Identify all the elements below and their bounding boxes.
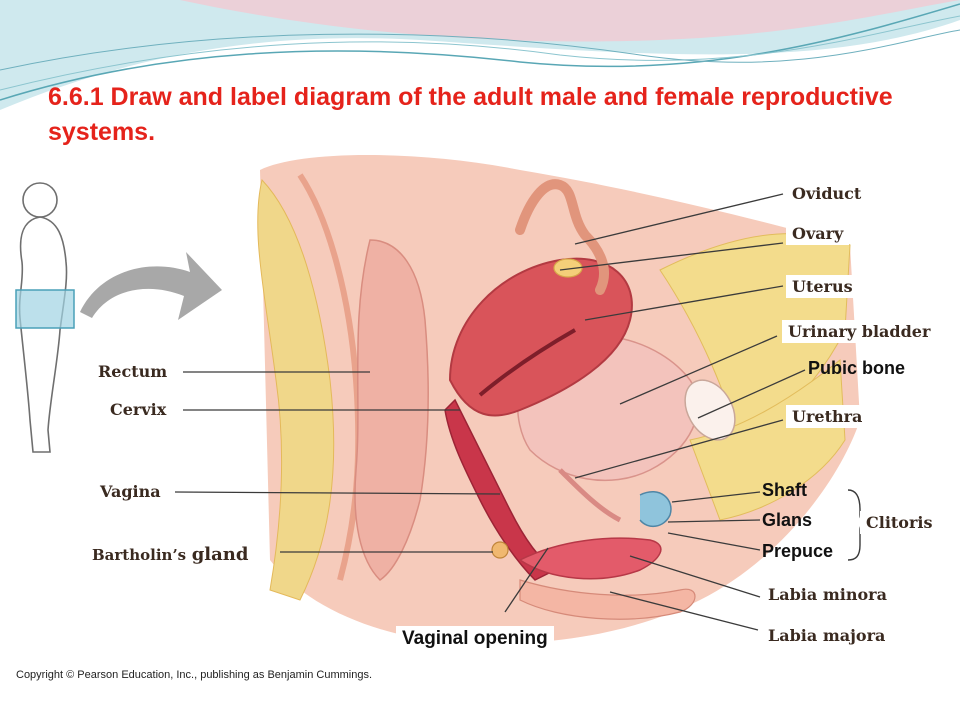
header-wave-line-3 — [0, 29, 960, 71]
label-shaft: Shaft — [762, 480, 807, 500]
label-ovary: Ovary — [786, 222, 850, 245]
label-bartholins-gland-part2: gland — [191, 544, 249, 565]
label-bartholins-gland: Bartholin’s gland — [86, 542, 255, 567]
arrow-icon — [80, 252, 222, 320]
label-urinary-bladder: Urinary bladder — [782, 320, 937, 343]
copyright-notice: Copyright © Pearson Education, Inc., pub… — [16, 669, 373, 681]
label-clitoris: Clitoris — [860, 511, 939, 534]
label-glans: Glans — [762, 510, 813, 530]
label-cervix: Cervix — [104, 398, 173, 421]
header-wave-line-1 — [0, 3, 960, 101]
label-oviduct: Oviduct — [786, 182, 868, 205]
page-title: 6.6.1 Draw and label diagram of the adul… — [48, 83, 893, 146]
label-labia-minora: Labia minora — [762, 583, 893, 606]
label-vaginal-opening: Vaginal opening — [396, 626, 554, 652]
focus-region-box — [15, 289, 75, 329]
label-prepuce: Prepuce — [762, 541, 834, 561]
header-wave-pink — [180, 0, 960, 42]
label-labia-majora: Labia majora — [762, 624, 892, 647]
label-rectum: Rectum — [92, 360, 174, 383]
label-bartholins-gland-part1: Bartholin’s — [92, 546, 187, 564]
label-vagina: Vagina — [94, 480, 167, 503]
label-urethra: Urethra — [786, 405, 869, 428]
body-silhouette-icon — [18, 182, 68, 453]
header-wave-line-2 — [0, 15, 960, 91]
leader-lines — [174, 193, 806, 631]
label-pubic-bone: Pubic bone — [808, 358, 906, 378]
label-uterus: Uterus — [786, 275, 859, 298]
